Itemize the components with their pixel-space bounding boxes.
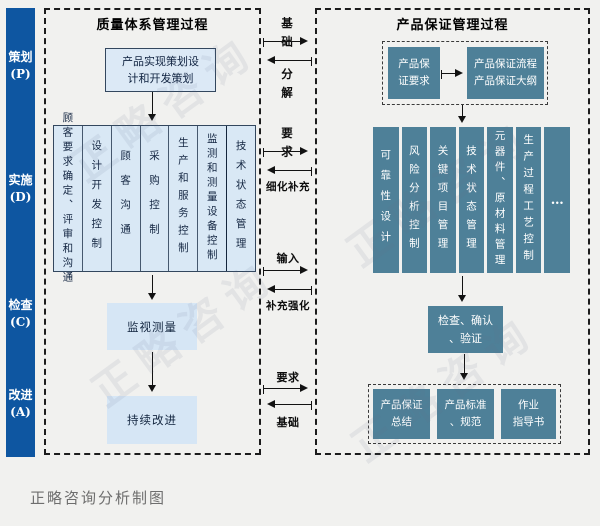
arrow-strengthen-left <box>267 284 312 295</box>
sidebar-item-sub: (D) <box>9 190 32 205</box>
link-label-requirement-bottom: 要求 <box>276 371 300 384</box>
sidebar-item-label: 检查 <box>8 298 33 312</box>
link-label-decompose: 分解 <box>280 68 294 105</box>
column-production-process-control: 生产过程工艺控制 <box>515 127 542 273</box>
output-work-instructions-box: 作业 指导书 <box>501 389 556 439</box>
arrow-monitor-to-improve <box>147 352 156 392</box>
column-key-project-management: 关键项目管理 <box>430 127 456 273</box>
quality-system-panel-title: 质量体系管理过程 <box>96 18 209 33</box>
arrow-container-to-rcolumns <box>457 105 466 123</box>
assurance-input-container <box>382 41 548 105</box>
column-risk-analysis-control: 风险分析控制 <box>401 127 428 273</box>
quality-process-columns: 顾客要求确定、评审和沟通 设计开发控制 顾客沟通 采购控制 生产和服务控制 监测… <box>53 112 256 286</box>
continuous-improvement-box: 持续改进 <box>107 396 197 444</box>
column-technical-state-management: 技术状态管理 <box>234 140 247 257</box>
link-label-input: 输入 <box>276 252 300 265</box>
arrow-plan-to-columns <box>147 92 156 121</box>
plan-design-box: 产品实现策划设 计和开发策划 <box>105 48 216 92</box>
arrow-refine-left <box>267 165 312 176</box>
sidebar-item-sub: (C) <box>10 315 31 330</box>
column-reliability-design: 可靠性设计 <box>373 127 399 273</box>
column-components-materials: 元器件、原材料管理 <box>487 127 513 273</box>
monitor-measure-box: 监视测量 <box>107 303 197 350</box>
column-customer-communication: 顾客沟通 <box>112 126 141 271</box>
product-assurance-panel <box>315 8 590 455</box>
column-technical-state-management-right: 技术状态管理 <box>458 127 485 273</box>
sidebar-item-plan: 策划 (P) <box>6 49 35 84</box>
link-label-supplement-strengthen: 补充强化 <box>266 300 310 312</box>
link-label-foundation-top: 基础 <box>280 17 294 54</box>
column-production-service-control: 生产和服务控制 <box>169 126 199 271</box>
sidebar-item-sub: (A) <box>10 405 31 420</box>
arrow-requirement-right <box>263 146 308 157</box>
column-customer-requirements: 顾客要求确定、评审和沟通 <box>54 112 83 286</box>
assurance-process-columns: 可靠性设计 风险分析控制 关键项目管理 技术状态管理 元器件、原材料管理 生产过… <box>373 127 571 273</box>
arrow-input-right <box>263 265 308 276</box>
column-design-development-control: 设计开发控制 <box>83 126 112 271</box>
column-monitoring-equipment-control: 监测和测量设备控制 <box>198 126 228 271</box>
arrow-decompose-left <box>267 55 312 66</box>
link-label-refine-supplement: 细化补充 <box>266 181 310 193</box>
assurance-requirements-box: 产品保 证要求 <box>388 47 440 99</box>
source-caption: 正略咨询分析制图 <box>30 490 167 507</box>
output-assurance-summary-box: 产品保证 总结 <box>373 389 430 439</box>
sidebar-item-label: 策划 <box>8 50 33 64</box>
check-confirm-verify-box: 检查、确认 、验证 <box>428 306 503 353</box>
pdca-sidebar: 策划 (P) 实施 (D) 检查 (C) 改进 (A) <box>6 8 35 457</box>
arrow-req-to-flow <box>441 68 463 79</box>
output-standards-specs-box: 产品标准 、规范 <box>437 389 494 439</box>
assurance-flow-outline-box: 产品保证流程 产品保证大纲 <box>467 47 544 99</box>
sidebar-item-sub: (P) <box>10 67 31 82</box>
arrow-check-to-outputs <box>459 354 468 380</box>
sidebar-item-check: 检查 (C) <box>6 297 35 332</box>
column-ellipsis: … <box>544 127 571 273</box>
column-procurement-control: 采购控制 <box>141 126 170 271</box>
arrow-foundation2-left <box>267 399 312 410</box>
arrow-requirement2-right <box>263 383 308 394</box>
quality-system-panel <box>44 8 261 455</box>
arrow-rcolumns-to-check <box>457 276 466 302</box>
arrow-columns-to-monitor <box>147 275 156 300</box>
assurance-outputs-container <box>368 384 561 444</box>
sidebar-item-act: 改进 (A) <box>6 387 35 422</box>
arrow-foundation-right <box>263 36 308 47</box>
link-label-requirement-top: 要求 <box>280 127 294 164</box>
sidebar-item-label: 改进 <box>8 388 33 402</box>
link-label-foundation-bottom: 基础 <box>276 416 300 429</box>
sidebar-item-label: 实施 <box>8 173 33 187</box>
product-assurance-panel-title: 产品保证管理过程 <box>396 18 509 33</box>
sidebar-item-do: 实施 (D) <box>6 172 35 207</box>
